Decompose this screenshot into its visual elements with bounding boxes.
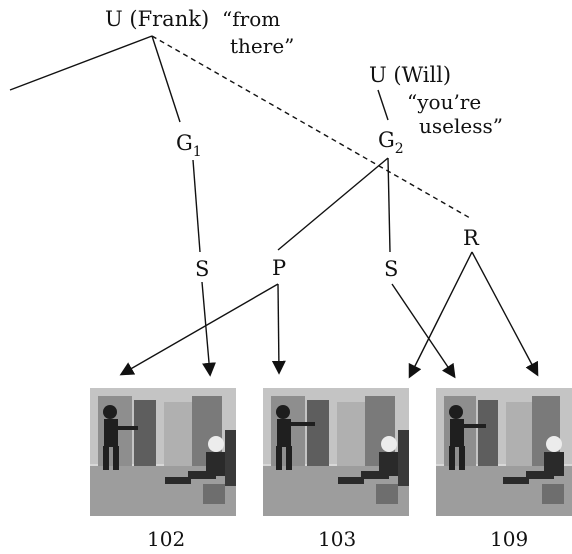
edge-g2-s2 xyxy=(387,157,391,253)
edge-ufrank-left xyxy=(9,35,153,91)
edge-uwill-g2 xyxy=(377,89,389,121)
node-u-frank: U (Frank) xyxy=(105,7,209,31)
tree-edges xyxy=(9,35,539,379)
frame-number-labels: 102 103 109 xyxy=(147,527,528,551)
node-g2: G2 xyxy=(378,128,404,157)
edge-ufrank-g1 xyxy=(151,35,181,123)
frame-109 xyxy=(436,388,572,516)
quote-will-line-1: “you’re xyxy=(407,90,481,114)
edge-g1-s1 xyxy=(192,159,201,253)
node-p: P xyxy=(272,256,286,280)
frame-102 xyxy=(90,388,236,516)
node-r: R xyxy=(463,226,480,250)
frame-label-109: 109 xyxy=(490,527,528,551)
edge-p-frame103 xyxy=(271,283,286,375)
node-g2-main: G xyxy=(378,128,395,152)
node-u-will: U (Will) xyxy=(369,63,451,87)
quote-frank-line-1: “from xyxy=(222,7,280,31)
frame-label-102: 102 xyxy=(147,527,185,551)
quote-frank-line-2: there” xyxy=(230,34,294,58)
edge-s1-frame102 xyxy=(201,281,217,377)
frame-103 xyxy=(263,388,409,516)
edge-p-frame102 xyxy=(119,283,279,376)
edge-r-frame103 xyxy=(408,251,473,379)
node-g1-subscript: 1 xyxy=(193,144,202,160)
tree-node-labels: U (Frank) “from there” G1 U (Will) “you’… xyxy=(105,7,503,281)
quote-will-line-2: useless” xyxy=(419,114,503,138)
node-s2: S xyxy=(384,257,398,281)
edge-g2-p xyxy=(277,157,389,251)
edge-ufrank-r-dashed xyxy=(151,35,471,219)
edge-r-frame109 xyxy=(471,251,539,377)
node-g2-subscript: 2 xyxy=(395,141,404,157)
node-g1-main: G xyxy=(176,131,193,155)
edge-s2-frame109 xyxy=(391,283,456,379)
node-g1: G1 xyxy=(176,131,202,160)
frame-label-103: 103 xyxy=(318,527,356,551)
node-s1: S xyxy=(195,257,209,281)
